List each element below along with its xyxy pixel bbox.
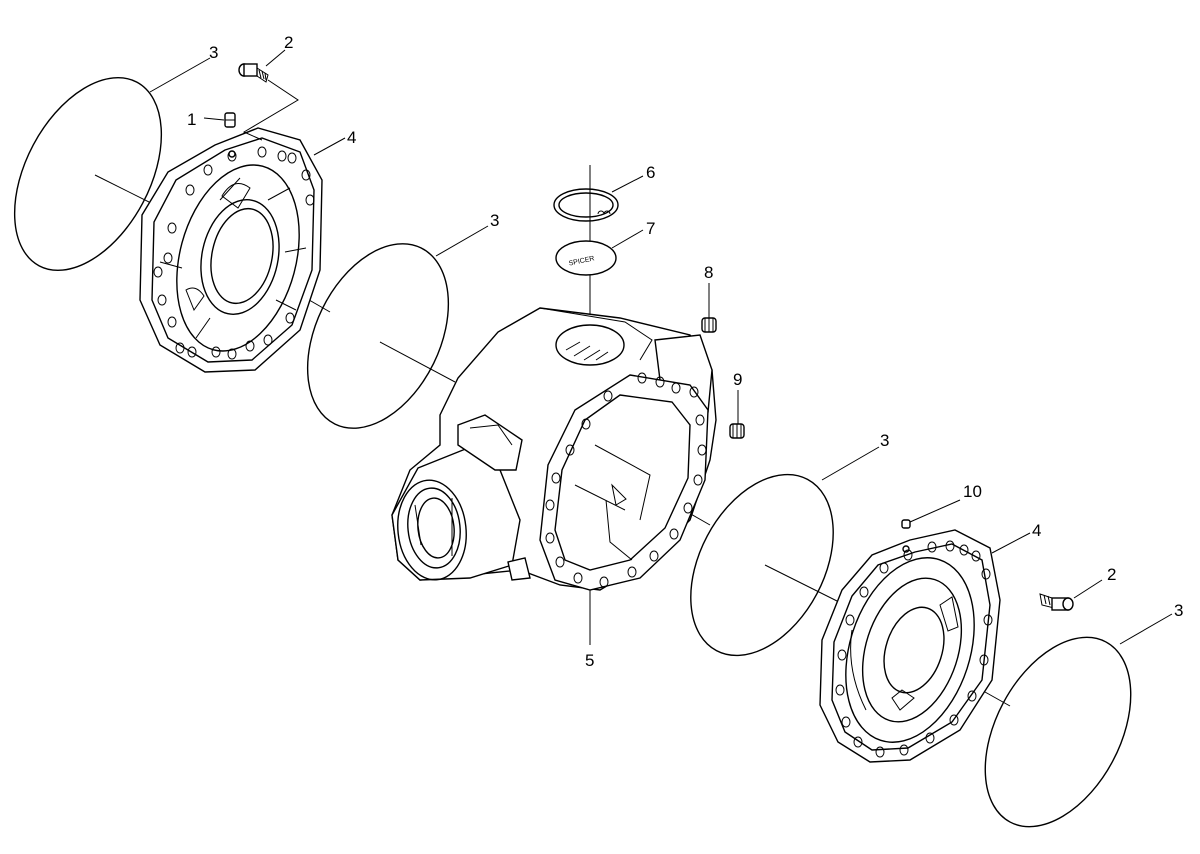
callout-8: 8 [704,263,713,282]
o-ring-left-outer [13,76,163,272]
bolt-left [238,63,269,83]
axle-housing [391,307,717,591]
callout-3-middle-right: 3 [880,431,889,450]
bolt-right [1039,593,1074,611]
callout-5: 5 [585,651,594,670]
callout-4-right: 4 [1032,521,1041,540]
callout-7: 7 [646,219,655,238]
callout-6: 6 [646,163,655,182]
callout-10: 10 [963,482,982,501]
housing-flange-holes [545,372,707,588]
right-cover-bolt-holes [835,540,993,758]
callout-labels: 1 2 3 4 3 6 7 8 9 5 3 10 4 2 3 [187,33,1183,670]
leader-lines [149,49,1173,645]
right-end-cover [819,529,1001,763]
plug-left [224,112,236,128]
callout-2-right: 2 [1107,565,1116,584]
plug-8 [701,317,717,333]
callout-1: 1 [187,110,196,129]
snap-ring [553,188,619,222]
o-ring-left-inner [306,243,450,429]
o-ring-right-inner [690,473,834,657]
callout-4-left: 4 [347,128,356,147]
callout-2-top-left: 2 [284,33,293,52]
callout-3-middle-left: 3 [490,211,499,230]
left-end-cover [139,127,323,373]
plug-hole-left [228,150,236,158]
callout-3-bottom-right: 3 [1174,601,1183,620]
callout-3-top-left: 3 [209,43,218,62]
plug-9 [729,423,745,439]
spicer-cap: SPICER [555,240,617,276]
callout-9: 9 [733,370,742,389]
o-ring-right-outer [984,636,1132,828]
screw-10 [901,519,911,553]
left-cover-bolt-holes [153,146,315,360]
